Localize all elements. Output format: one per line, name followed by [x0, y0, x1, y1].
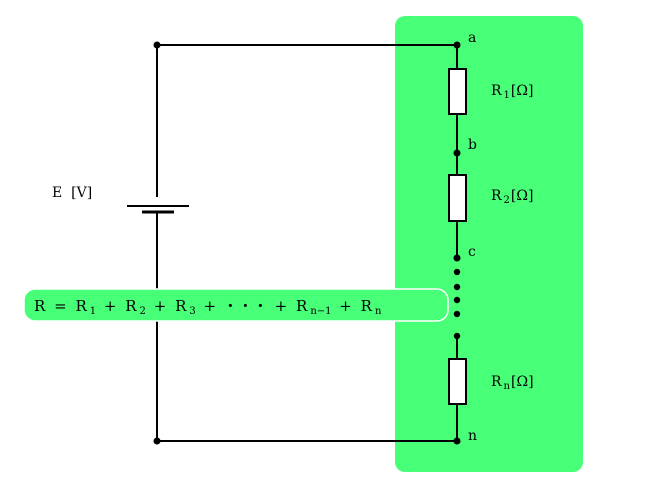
circuit-wires [156, 44, 458, 442]
formula-term-n-1-subscript: n−1 [310, 306, 331, 317]
node-label-c: c [468, 244, 476, 260]
resistor-r2-unit: [Ω] [511, 188, 534, 204]
battery-symbol [127, 205, 189, 214]
resistor-r1-symbol: R [491, 83, 502, 99]
resistor-rn-symbol: R [491, 374, 502, 390]
junction-nodes [153, 41, 461, 445]
resistor-r1 [448, 68, 467, 115]
resistor-panel [395, 16, 583, 472]
continuation-dot [453, 310, 461, 318]
junction-a [453, 41, 461, 49]
node-label-b: b [468, 137, 477, 153]
formula-plus: + [275, 297, 288, 315]
formula-plus: + [204, 297, 217, 315]
formula-plus: + [154, 297, 167, 315]
continuation-dot [453, 268, 461, 276]
junction-bottom-left [153, 437, 161, 445]
resistor-r1-subscript: 1 [504, 90, 510, 101]
source-label: E [V] [52, 185, 92, 201]
formula-term-2-symbol: R [125, 297, 137, 315]
formula-term-3-subscript: 3 [189, 306, 195, 317]
formula-plus: + [104, 297, 117, 315]
continuation-dot [453, 332, 461, 340]
continuation-dot [453, 296, 461, 304]
formula-ellipsis: ・・・ [223, 297, 268, 315]
continuation-dot [453, 283, 461, 291]
junction-top-left [153, 41, 161, 49]
formula-equals: = [54, 297, 67, 315]
node-label-a: a [468, 30, 476, 46]
junction-b [453, 149, 461, 157]
formula-lhs: R [34, 297, 46, 315]
formula-term-3-symbol: R [175, 297, 187, 315]
resistor-r2-subscript: 2 [504, 195, 510, 206]
resistor-r1-unit: [Ω] [511, 83, 534, 99]
resistor-rn [448, 358, 467, 405]
junction-c [453, 254, 461, 262]
resistor-rn-subscript: n [504, 381, 511, 392]
formula-term-n-subscript: n [375, 306, 382, 317]
formula-term-1-subscript: 1 [90, 306, 96, 317]
resistor-r2 [448, 174, 467, 222]
formula-plus: + [339, 297, 352, 315]
formula-term-n-1-symbol: R [296, 297, 308, 315]
formula-term-1-symbol: R [75, 297, 87, 315]
junction-n [453, 437, 461, 445]
continuation-dots [453, 268, 461, 340]
formula-term-n-symbol: R [361, 297, 373, 315]
resistor-r2-symbol: R [491, 188, 502, 204]
node-label-n: n [468, 428, 477, 444]
formula-box [23, 288, 449, 322]
formula-term-2-subscript: 2 [140, 306, 146, 317]
resistor-rn-unit: [Ω] [511, 374, 534, 390]
